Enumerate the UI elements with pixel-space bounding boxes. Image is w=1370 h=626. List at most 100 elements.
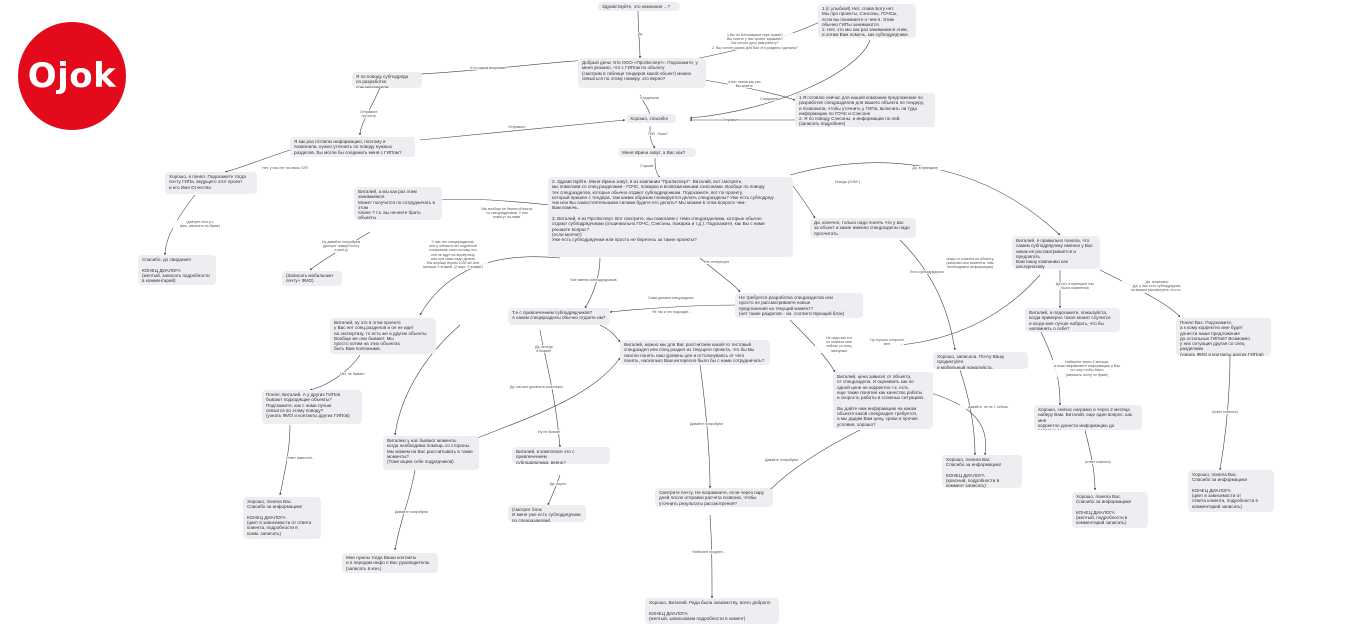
- edge: [1099, 269, 1181, 318]
- node-joke: 1.(с улыбкой) Нет, слава Богу нет. Мы пр…: [818, 4, 916, 38]
- edge-label: Мы вообще не берем объекты со спецраздел…: [468, 207, 546, 220]
- node-bye-final: Хорошо, Виталий. Рада была знакомству, в…: [645, 598, 779, 624]
- edge: [699, 257, 741, 293]
- edge: [419, 256, 561, 316]
- edge: [649, 125, 656, 149]
- node-vit-calc: Виталий, можно мы для Вас рассчитаем как…: [620, 340, 770, 365]
- edge-label: Нет, не бывает: [340, 372, 365, 377]
- node-irina: Меня Ирина зовут, а Вас как?: [618, 148, 696, 157]
- edge: [689, 39, 871, 120]
- edge-label: А вот этими как раз Вы знаете: [728, 80, 761, 89]
- edge: [309, 354, 361, 391]
- edge-label: Уже имеем субподрядчиков: [570, 278, 617, 283]
- edge: [584, 257, 601, 309]
- node-good: Хорошо, спасибо!: [626, 114, 676, 123]
- node-prepare: Я как раз готовлю информацию, поэтому и …: [290, 137, 415, 157]
- node-in-complex: Виталий, в комплексе это с привлечением …: [512, 447, 610, 464]
- node-understood-left: Понял, Виталий. А у других ГИПов бывают …: [262, 390, 362, 424]
- edge: [654, 157, 661, 179]
- node-contact: Хорошо, я понял. Подскажите тогда почту …: [165, 172, 257, 194]
- edge-label: Отправьте на почту: [360, 110, 378, 119]
- edge: [1219, 354, 1231, 471]
- edge: [547, 474, 561, 506]
- edge-label: инфо от клиента по объекту (записать все…: [930, 257, 1010, 270]
- edge: [699, 364, 712, 489]
- node-vit-ask: Виталий, а подскажите, пожалуйста, когда…: [1025, 308, 1120, 332]
- edge-label: (диктует почту и фио, записать по букве): [170, 220, 230, 229]
- node-not-required: Не требуется разработка спецразделов или…: [735, 293, 863, 318]
- edge: [637, 9, 642, 59]
- edge: [899, 239, 956, 351]
- node-understood-right: Понял Вас. Подскажите, а к кому корректн…: [1176, 318, 1271, 356]
- node-need-contacts: Мне нужны тогда Ваши контакты и я переда…: [342, 553, 438, 573]
- edge: [599, 324, 621, 343]
- edge-label: Слушай: [640, 164, 654, 169]
- node-vit-maybe: Виталий, ну это в этом проекте у Вас нет…: [330, 318, 436, 354]
- edge-label: Соединили: [640, 96, 659, 101]
- brand-logo: Ojok: [18, 22, 126, 130]
- node-depends: Виталий, цена зависит от объекта, от спе…: [833, 372, 933, 429]
- node-sketch: (смотрит блок И меня уже есть субподрядч…: [508, 505, 586, 522]
- edge: [419, 119, 626, 141]
- edge-label: А по каким вопросам?: [470, 66, 508, 71]
- edge-label: Соединила: [760, 97, 779, 102]
- edge-label: (ответ клиента): [1212, 410, 1238, 415]
- node-end-right2: Хорошо, поняла Вас Спасибо за информацию…: [942, 455, 1022, 488]
- edge-label: Есть субподрядчики: [910, 270, 944, 275]
- edge-label: Наберите позднее...: [692, 550, 726, 555]
- edge: [769, 429, 861, 491]
- node-dev: Я по поводу субподряда по разработке спе…: [352, 72, 422, 88]
- node-vit-busy: Виталий, а мы как раз этим занимаемся. М…: [354, 187, 442, 220]
- edge: [959, 369, 977, 456]
- node-intro: Добрый день! Это ООО «ПроЭксперт». Подск…: [578, 58, 706, 88]
- edge-label: Отправьте: [508, 125, 526, 130]
- edge-label: (ответ клиента): [1085, 460, 1111, 465]
- edge-label: Да, иногда в бывает: [535, 345, 553, 354]
- node-send-email: Смотрите почту. Не возражаете, если чере…: [655, 488, 773, 507]
- node-with-sub: Т.е с привлечением субподрядчиков? А как…: [508, 308, 610, 325]
- edge-label: Да, верно: [550, 482, 567, 487]
- edge: [899, 274, 1041, 346]
- edge: [789, 181, 816, 219]
- edge: [163, 194, 196, 256]
- edge-label: Давайте попробуем: [765, 458, 799, 463]
- edge-label: Наберите через 2 месяца, а пока направля…: [1045, 360, 1129, 377]
- node-good-tomorrow: Хорошо, сейчас награжю и через 2 месяца …: [1034, 405, 1142, 430]
- edge: [224, 149, 291, 173]
- edge-label: Ну давайте попробуем (диктует номер+почт…: [322, 240, 361, 253]
- edge-label: Да нет, в принципе нас была появления: [1045, 282, 1105, 291]
- edge-label: Не так и что подходит...: [652, 310, 692, 315]
- node-offer: 1.Я готовлю сейчас для нашей компании пр…: [795, 93, 935, 127]
- node-dunno: Да, конечно, только надо понять что у ва…: [810, 218, 916, 238]
- edge-label: Ну хорошо попросте мне: [870, 338, 905, 347]
- edge: [309, 231, 371, 271]
- edge-label: Не интересует: [705, 260, 730, 265]
- node-bye1: Спасибо, до свидания! КОНЕЦ ДИАЛОГА (жел…: [138, 255, 216, 285]
- edge-label: Нет, у нас нет на связь ГИП: [262, 166, 309, 171]
- node-sent: Хорошо, записала. Почту Вашу продиктуйте…: [933, 352, 1028, 369]
- edge-label: 1.Вы по Бенчмарков тире грамм? Вы хотите…: [705, 33, 805, 50]
- edge-label: Ответ известен..: [286, 456, 314, 461]
- brand-logo-text: Ojok: [27, 56, 117, 96]
- edge: [394, 324, 461, 436]
- edge-label: Да, возможно Да, у нас есть субподрядчик…: [1122, 280, 1192, 293]
- edge-label: Иногда (2ОМ+): [835, 180, 861, 185]
- node-main: 2. Здравствуйте. Меня Ирина зовут, я из …: [548, 177, 793, 257]
- edge-label: Сами делаем спецразделы: [648, 296, 694, 301]
- edge: [609, 304, 741, 313]
- edge-label: Не надо как тот не сказали мне сейчас со…: [815, 336, 863, 353]
- node-vit-times: Виталию у нас бывают моменты когда необх…: [383, 436, 479, 470]
- edge-label: Отправьте: [722, 118, 740, 123]
- edge-label: ГИП - Ваш?: [648, 132, 668, 137]
- edge: [459, 357, 621, 446]
- edge-label: Давайте попробуем: [690, 422, 724, 427]
- node-noted: (Записать мобильник+ почту+ ФИО): [282, 271, 342, 286]
- edge-label: Ну не бывает: [538, 430, 561, 435]
- node-vit-right: Виталий, я правильно поняла, что самим с…: [1012, 236, 1100, 269]
- edge-label: Да: [638, 32, 643, 37]
- edge-label: Давайте попробуем: [395, 510, 429, 515]
- edge: [439, 198, 551, 206]
- edge-label: Да, мы все делаем в комплексе: [510, 385, 564, 390]
